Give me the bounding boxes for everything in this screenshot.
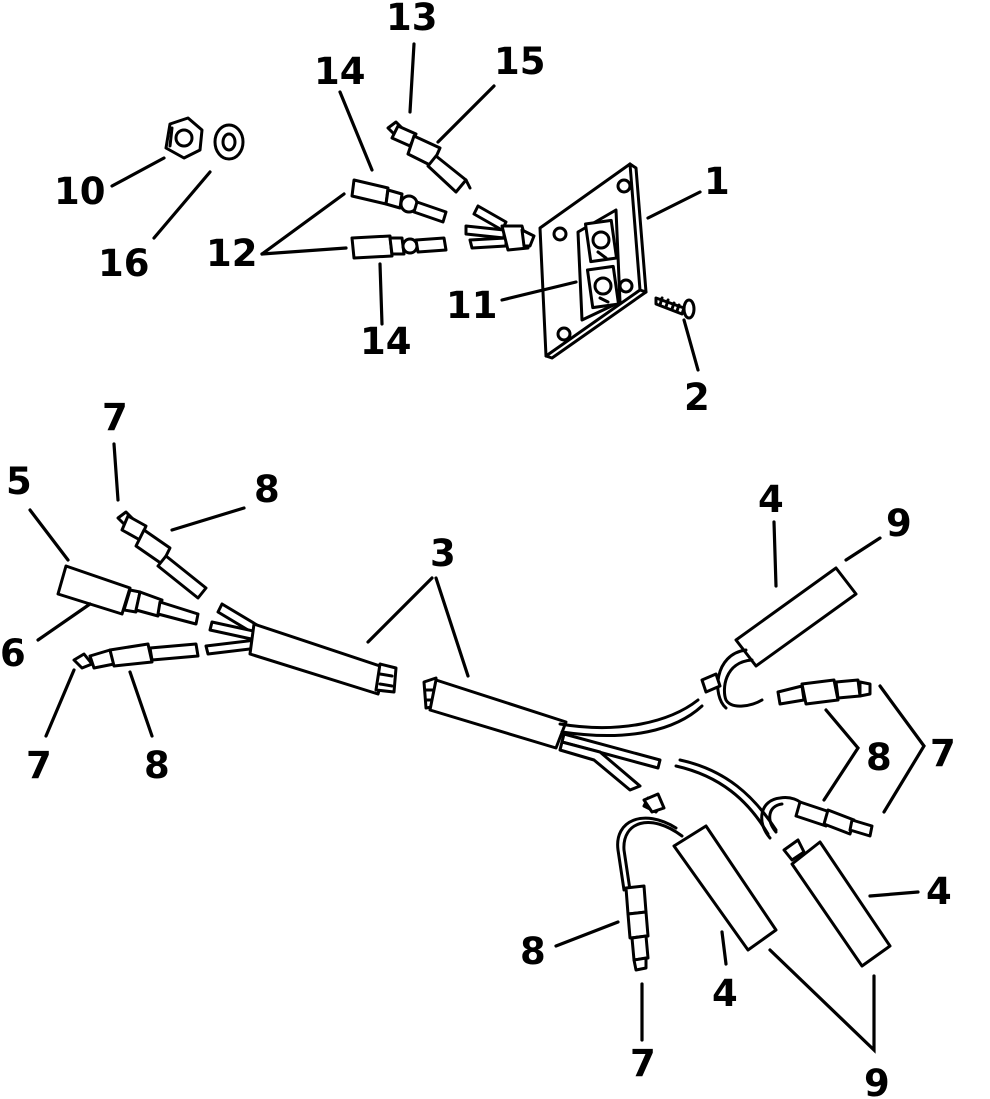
callout-3: 3 <box>430 532 456 575</box>
callout-8-lower-left: 8 <box>144 744 170 787</box>
bullet-terminal-lower <box>350 234 448 260</box>
callout-13: 13 <box>386 0 438 39</box>
jack-plug-lower-right <box>760 796 874 840</box>
boot-cap-upper-right <box>700 566 858 710</box>
callout-9-upper: 9 <box>886 502 912 545</box>
callout-11: 11 <box>446 284 498 327</box>
boot-cap-lower-right <box>782 838 892 968</box>
sleeve-connector <box>56 564 200 626</box>
harness-tube-left <box>248 622 398 696</box>
callout-7-right: 7 <box>930 732 956 775</box>
harness-right-leads <box>558 698 778 836</box>
callout-2: 2 <box>684 376 710 419</box>
callout-14-upper: 14 <box>314 50 366 93</box>
callout-12: 12 <box>206 232 258 275</box>
callout-7-lower-left: 7 <box>26 744 52 787</box>
callout-8-right: 8 <box>866 736 892 779</box>
mounting-screw <box>654 296 696 320</box>
leader-lines <box>28 42 926 1054</box>
callout-6: 6 <box>0 632 26 675</box>
callout-7-lower-middle: 7 <box>630 1042 656 1085</box>
wire-terminal-connector <box>386 120 472 194</box>
flat-washer <box>213 123 245 161</box>
callout-labels: 1 2 3 4 4 4 5 6 7 7 7 7 8 8 8 8 9 9 10 1… <box>0 0 956 1099</box>
callout-5: 5 <box>6 460 32 503</box>
callout-14-lower: 14 <box>360 320 412 363</box>
boot-cap-lower-middle <box>616 792 778 972</box>
callout-8-lower-middle: 8 <box>520 930 546 973</box>
socket-plate <box>538 162 648 360</box>
callout-7-top-left: 7 <box>102 396 128 439</box>
jack-plug-lower-left <box>72 642 200 670</box>
callout-8-top-left: 8 <box>254 468 280 511</box>
harness-tube-right <box>422 676 568 750</box>
callout-4-lower-middle: 4 <box>712 972 738 1015</box>
callout-10: 10 <box>54 170 106 213</box>
callout-15: 15 <box>494 40 546 83</box>
callout-4-upper: 4 <box>758 478 784 521</box>
callout-4-lower-right: 4 <box>926 870 952 913</box>
jack-plug-upper-right <box>776 678 872 706</box>
hex-nut <box>164 116 204 160</box>
callout-9-bottom: 9 <box>864 1062 890 1099</box>
bullet-terminal-upper <box>350 178 448 224</box>
socket-pigtail-wires <box>464 204 536 252</box>
callout-16: 16 <box>98 242 150 285</box>
callout-1: 1 <box>704 160 730 203</box>
jack-plug-upper-left <box>116 510 208 600</box>
harness-left-leads <box>204 602 264 656</box>
